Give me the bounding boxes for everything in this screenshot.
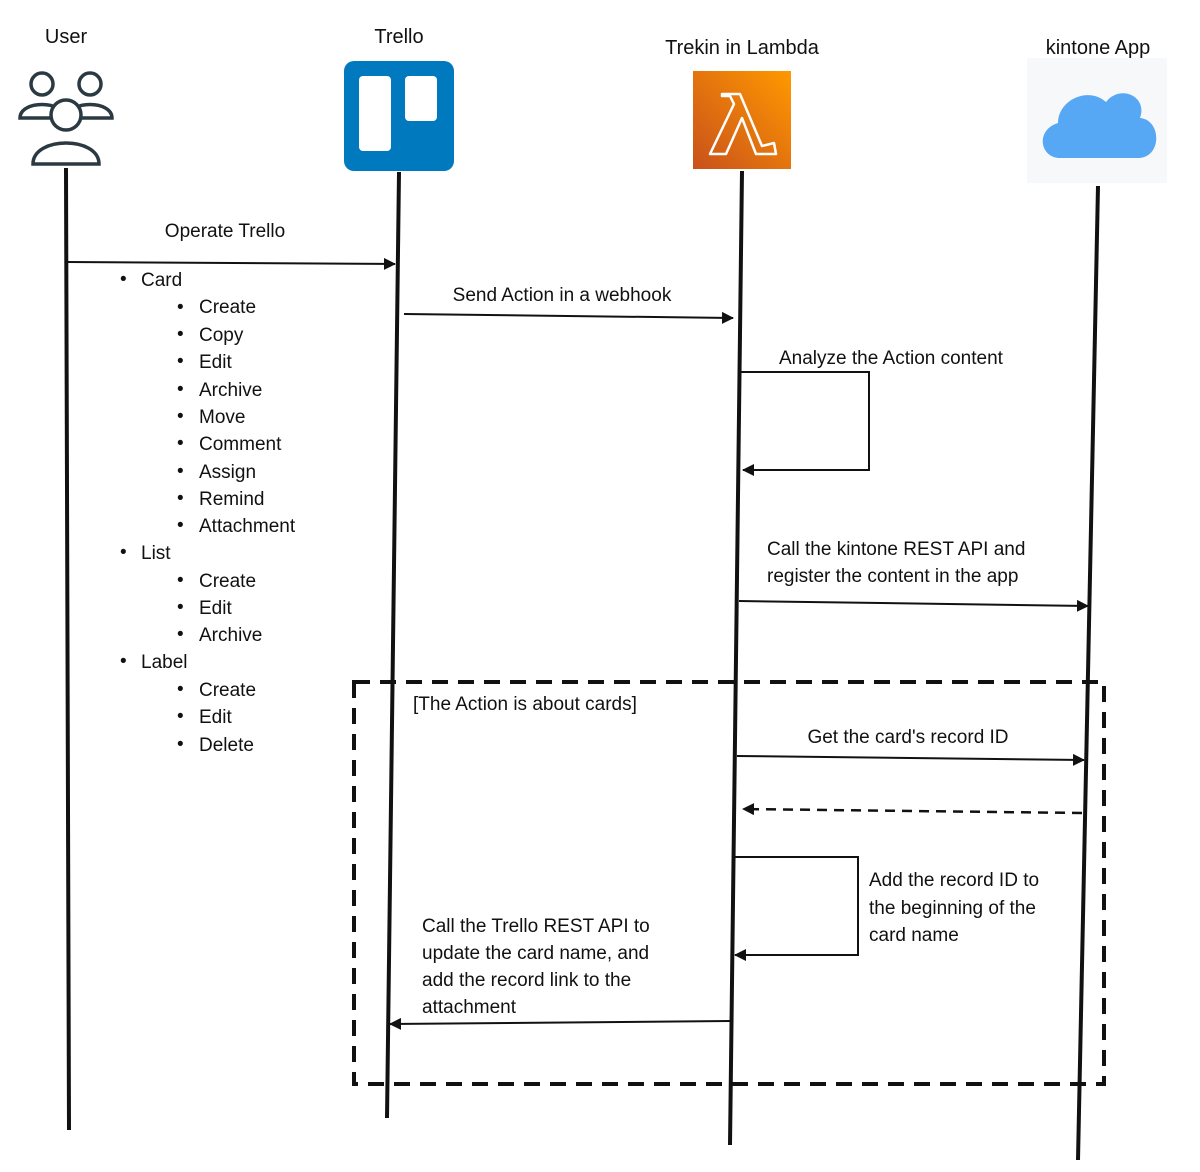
svg-text:•: • xyxy=(177,734,184,755)
operation-item: Create xyxy=(199,297,256,318)
operation-item: Archive xyxy=(199,625,262,646)
svg-text:•: • xyxy=(177,297,184,318)
svg-text:•: • xyxy=(177,570,184,591)
operation-item: Create xyxy=(199,571,256,592)
svg-text:•: • xyxy=(177,597,184,618)
svg-text:•: • xyxy=(177,324,184,345)
lifeline-trello xyxy=(385,171,401,1119)
operation-item: Edit xyxy=(199,352,232,373)
message-arrow xyxy=(738,599,1089,612)
message-label: attachment xyxy=(422,997,517,1018)
message-arrow xyxy=(403,311,734,324)
operation-category: Label xyxy=(141,652,188,673)
svg-text:•: • xyxy=(177,488,184,509)
svg-text:•: • xyxy=(177,433,184,454)
aws-lambda-icon xyxy=(693,71,791,169)
operation-item: Edit xyxy=(199,707,232,728)
message-label: Operate Trello xyxy=(165,221,285,242)
message-label: update the card name, and xyxy=(422,943,649,964)
operation-category: List xyxy=(141,543,171,564)
message-label: add the record link to the xyxy=(422,970,631,991)
operation-category: Card xyxy=(141,270,182,291)
operation-item: Copy xyxy=(199,325,244,346)
users-icon xyxy=(18,71,114,166)
message-label: Get the card's record ID xyxy=(807,727,1008,748)
operation-item: Comment xyxy=(199,434,282,455)
message-label: register the content in the app xyxy=(767,566,1018,587)
svg-text:•: • xyxy=(120,269,127,290)
operation-item: Create xyxy=(199,680,256,701)
message-label: Add the record ID to xyxy=(869,870,1039,891)
svg-text:•: • xyxy=(120,542,127,563)
message-label: Analyze the Action content xyxy=(779,348,1004,369)
svg-text:•: • xyxy=(177,515,184,536)
actor-trello-label: Trello xyxy=(374,26,423,48)
message-arrow xyxy=(736,753,1085,766)
svg-text:•: • xyxy=(120,651,127,672)
message-label: card name xyxy=(869,925,959,946)
message-arrow xyxy=(66,257,396,270)
actor-lambda-label: Trekin in Lambda xyxy=(665,37,820,59)
cloud-icon xyxy=(1027,58,1167,183)
message-label: the beginning of the xyxy=(869,898,1036,919)
self-message-arrow xyxy=(741,371,870,476)
operation-item: Edit xyxy=(199,598,232,619)
svg-text:•: • xyxy=(177,461,184,482)
self-message-arrow xyxy=(734,856,859,961)
svg-text:•: • xyxy=(177,706,184,727)
message-label: Send Action in a webhook xyxy=(453,285,672,306)
message-label: Call the kintone REST API and xyxy=(767,539,1025,560)
actor-kintone-label: kintone App xyxy=(1046,37,1151,59)
trello-logo-icon xyxy=(344,61,454,171)
operation-item: Remind xyxy=(199,489,264,510)
lifeline-kintone xyxy=(1076,185,1100,1161)
actor-user-label: User xyxy=(45,26,88,48)
svg-text:•: • xyxy=(177,624,184,645)
operation-item: Attachment xyxy=(199,516,296,537)
operations-list: • Card • Create • Copy • Edit • Archive • Mov… xyxy=(120,269,296,756)
operation-item: Delete xyxy=(199,735,254,756)
svg-text:•: • xyxy=(177,379,184,400)
operation-item: Archive xyxy=(199,380,262,401)
message-arrow xyxy=(389,1017,731,1030)
lifeline-user xyxy=(64,167,71,1131)
message-label: Call the Trello REST API to xyxy=(422,916,650,937)
fragment-label: [The Action is about cards] xyxy=(413,694,637,715)
operation-item: Assign xyxy=(199,462,256,483)
svg-text:•: • xyxy=(177,406,184,427)
lifeline-lambda xyxy=(728,170,744,1146)
svg-text:•: • xyxy=(177,351,184,372)
operation-item: Move xyxy=(199,407,245,428)
return-arrow xyxy=(742,803,1083,816)
svg-text:•: • xyxy=(177,679,184,700)
fragment-box xyxy=(352,680,1106,1086)
